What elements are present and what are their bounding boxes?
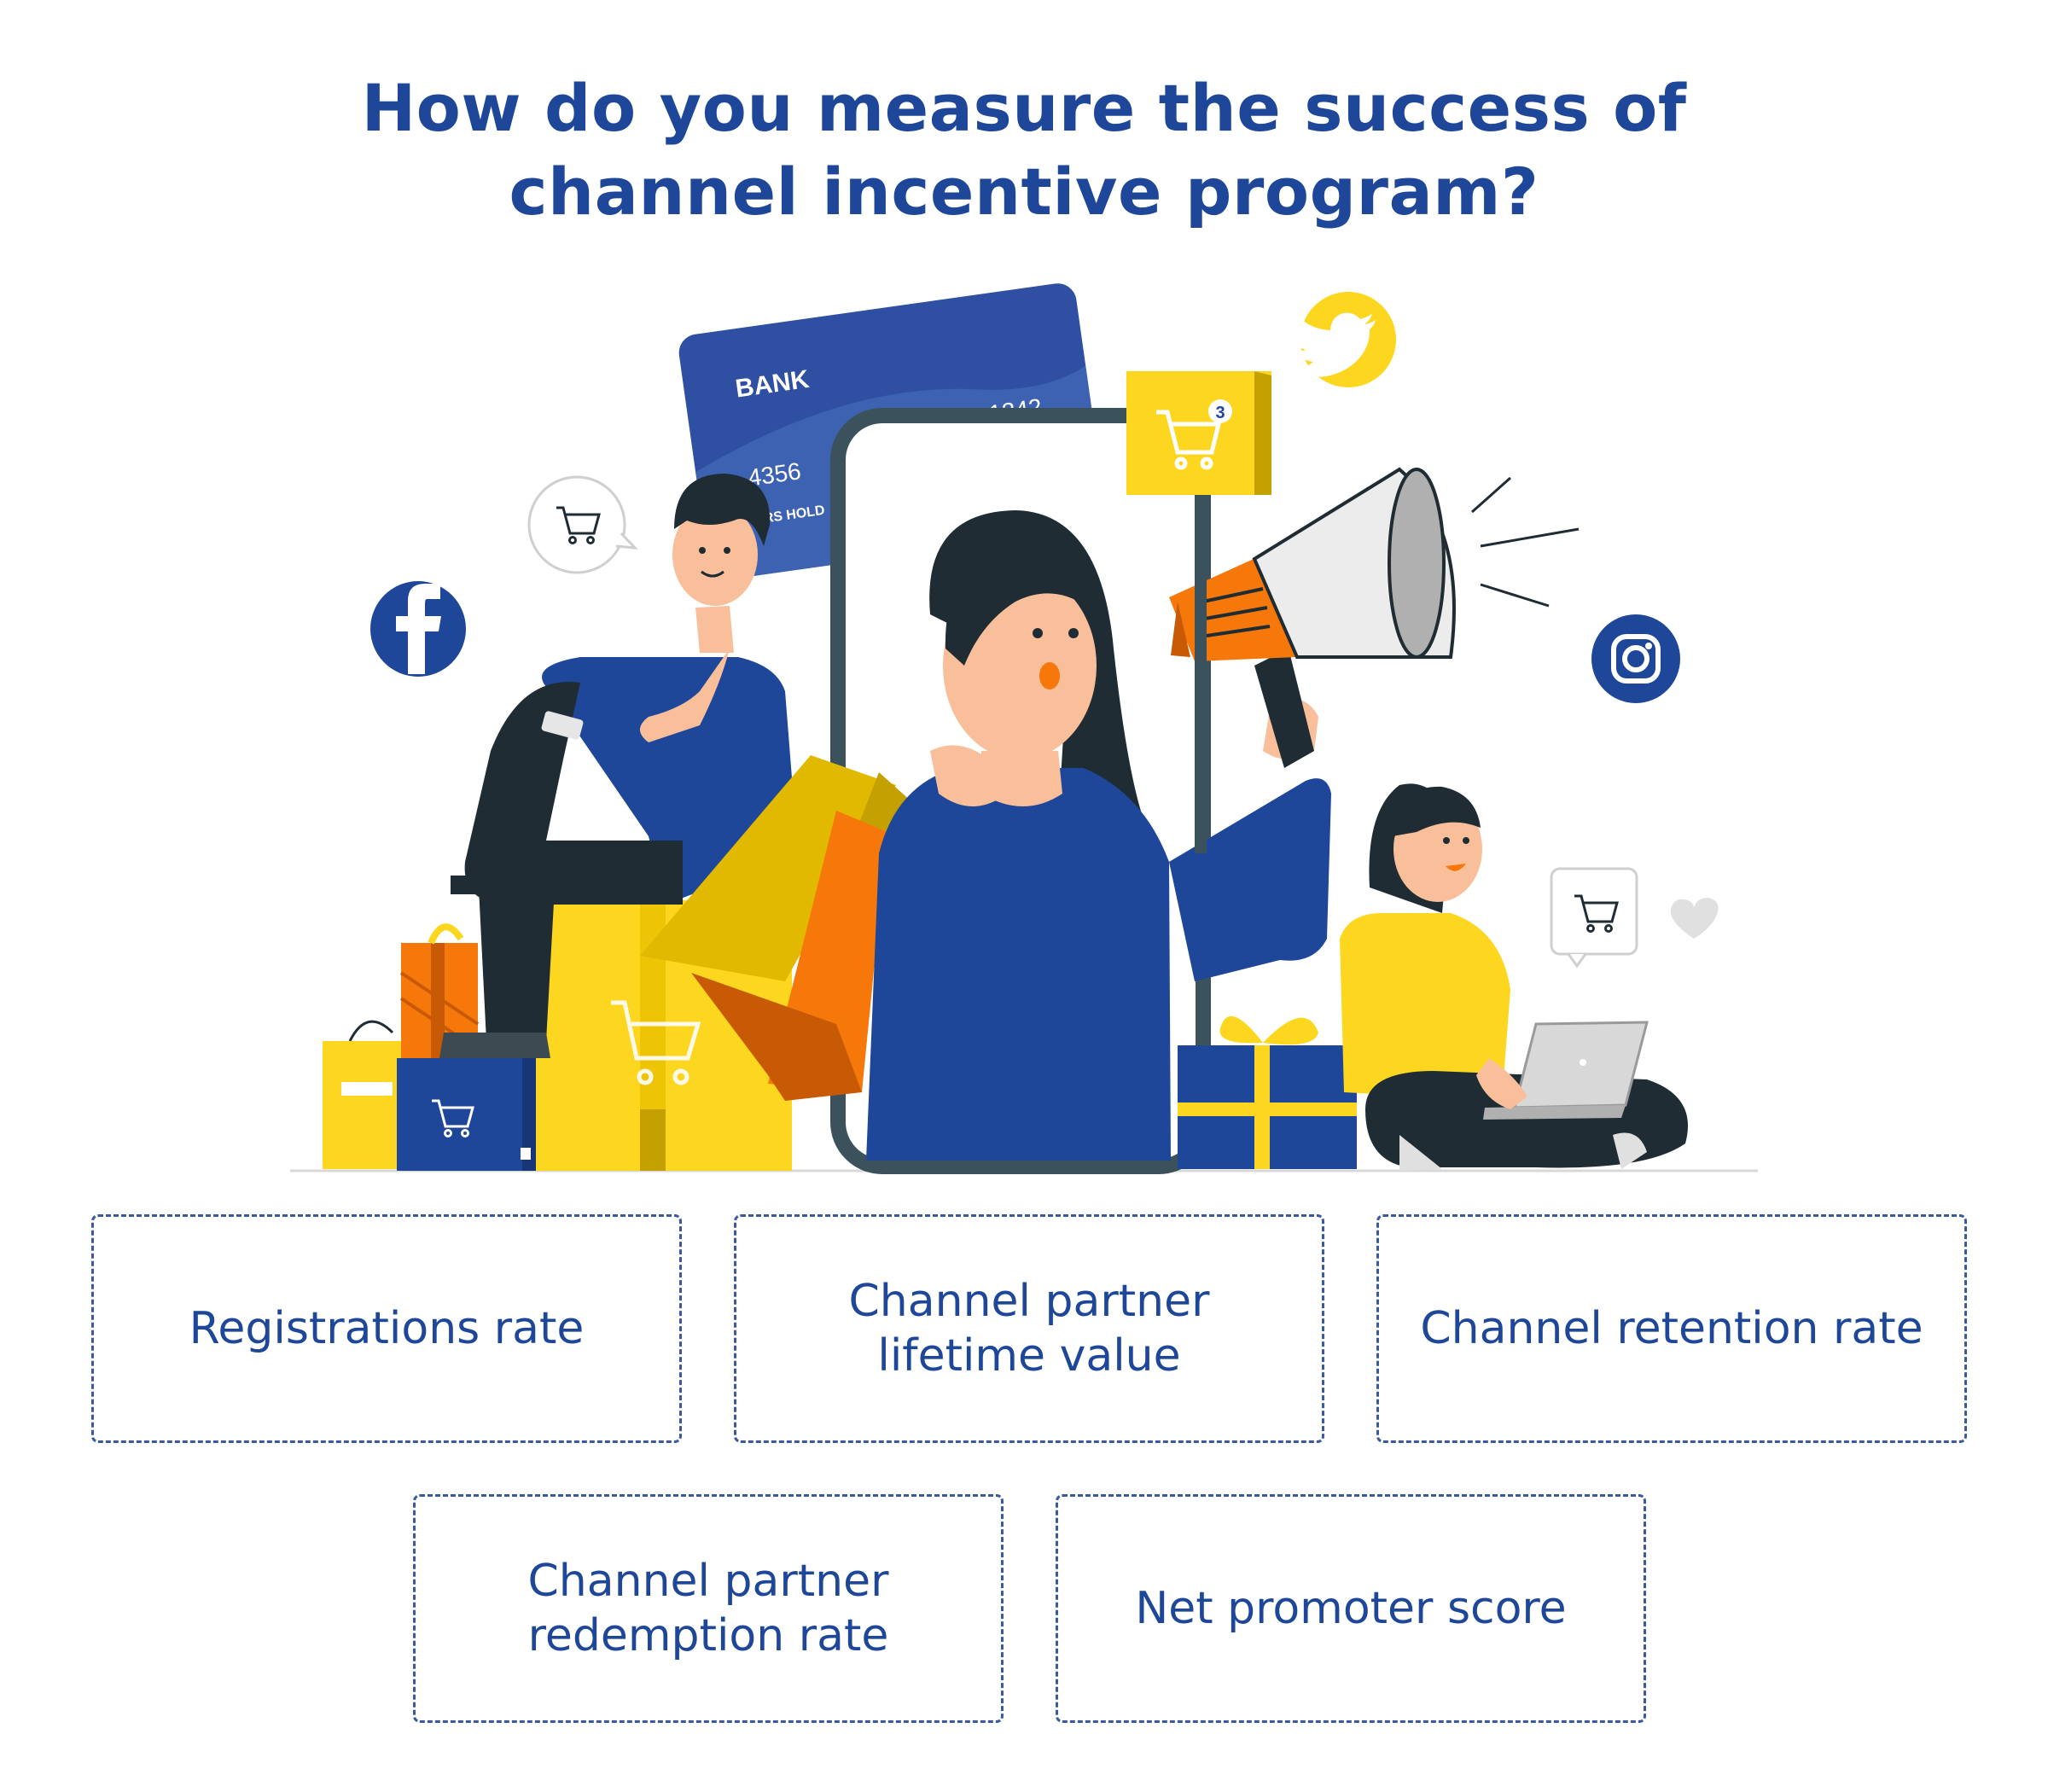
heart-icon bbox=[1670, 898, 1719, 939]
blue-box bbox=[397, 1058, 542, 1171]
metric-card-registrations-rate: Registrations rate bbox=[91, 1214, 682, 1443]
metric-card-channel-retention-rate: Channel retention rate bbox=[1376, 1214, 1967, 1443]
shopping-cart-icon bbox=[1156, 410, 1222, 470]
page-title: How do you measure the success of channe… bbox=[0, 67, 2048, 234]
twitter-icon bbox=[1289, 292, 1396, 387]
megaphone-icon bbox=[1169, 467, 1580, 768]
shopping-cart-icon bbox=[556, 506, 601, 544]
shopping-cart-icon bbox=[1574, 894, 1619, 933]
instagram-icon bbox=[1591, 614, 1680, 703]
facebook-icon bbox=[370, 581, 466, 677]
metric-label: Channel partner lifetime value bbox=[848, 1276, 1210, 1382]
metric-label: Registrations rate bbox=[189, 1303, 585, 1354]
shopping-cart-icon bbox=[432, 1099, 474, 1137]
metric-label: Channel retention rate bbox=[1420, 1303, 1923, 1354]
laptop-icon bbox=[1483, 1021, 1649, 1120]
cart-speech-bubble-left bbox=[527, 475, 638, 574]
cart-sign: 3 bbox=[1126, 371, 1271, 853]
gift-box-blue bbox=[1178, 1015, 1357, 1169]
metric-card-partner-redemption-rate: Channel partner redemption rate bbox=[413, 1494, 1004, 1723]
woman-with-laptop bbox=[1340, 783, 1688, 1171]
shopping-cart-icon bbox=[611, 1000, 701, 1085]
woman-with-megaphone bbox=[866, 510, 1331, 1161]
cart-count-badge: 3 bbox=[1215, 404, 1225, 422]
metric-card-net-promoter-score: Net promoter score bbox=[1056, 1494, 1646, 1723]
metric-label: Channel partner redemption rate bbox=[527, 1556, 889, 1661]
cart-speech-bubble-right bbox=[1550, 867, 1638, 969]
title-line-1: How do you measure the success of bbox=[361, 70, 1687, 146]
man-character bbox=[439, 474, 798, 1058]
metric-label: Net promoter score bbox=[1135, 1583, 1567, 1634]
title-line-2: channel incentive program? bbox=[509, 154, 1539, 230]
metric-card-partner-lifetime-value: Channel partner lifetime value bbox=[734, 1214, 1324, 1443]
hero-illustration: BANK 4356 1342 ARS HOLD bbox=[290, 283, 1758, 1174]
